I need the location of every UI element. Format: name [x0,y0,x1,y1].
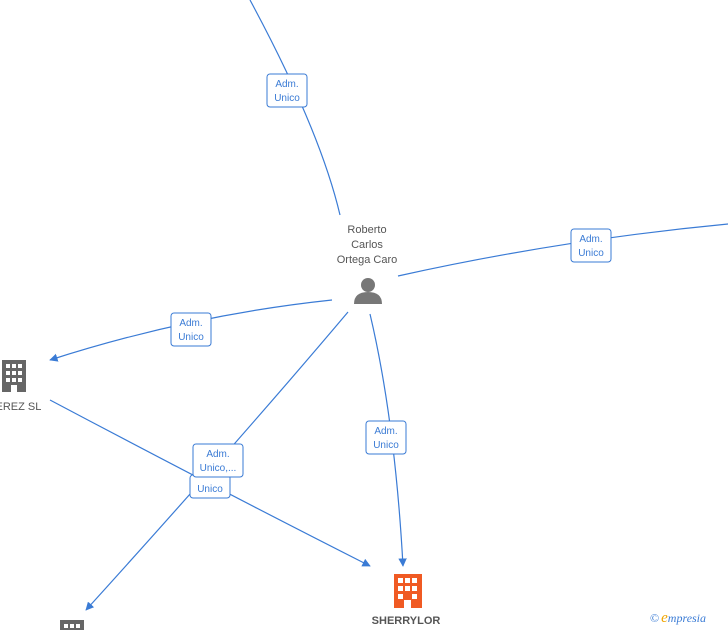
sherrylor-node[interactable]: SHERRYLOR [372,574,441,627]
building-icon [60,620,84,630]
edge-label-jerez[interactable]: Adm. Unico [170,312,212,347]
edge-right [397,223,728,277]
edge-label-text: Unico,... [200,463,237,474]
sherrylor-label: SHERRYLOR [372,615,441,627]
edge-label-text: Adm. [579,234,602,245]
edge-label-text: Unico [578,248,604,259]
edge-label-text: Unico [178,332,204,343]
edge-label-sherrylor[interactable]: Adm. Unico [365,420,407,455]
jerez-node[interactable]: JEREZ SL [0,360,41,413]
person-name-line-3: Ortega Caro [337,254,398,266]
logo-text: mpresia [667,611,707,625]
edge-label-text: Adm. [179,318,202,329]
bottom-left-node[interactable] [60,620,84,630]
building-icon [2,360,26,392]
person-node[interactable]: Roberto Carlos Ortega Caro [337,224,398,304]
edge-label-text: Unico [197,484,223,495]
edge-label-jerez-sherrylor[interactable]: Unico [189,474,231,499]
edge-label-right[interactable]: Adm. Unico [570,228,612,263]
jerez-label: JEREZ SL [0,401,41,413]
edge-top [249,0,341,216]
copyright-symbol: © [650,611,660,625]
edge-label-text: Adm. [275,79,298,90]
person-name-line-2: Carlos [351,239,383,251]
logo-first-letter: e [661,610,668,626]
edge-label-top[interactable]: Adm. Unico [266,73,308,108]
person-name-line-1: Roberto [347,224,386,236]
person-icon [354,278,382,304]
edge-label-text: Adm. [206,449,229,460]
edge-label-text: Adm. [374,426,397,437]
empresia-logo: ©empresia [650,610,706,627]
edge-label-text: Unico [373,440,399,451]
edge-label-text: Unico [274,93,300,104]
edge-label-bottom-left[interactable]: Adm. Unico,... [192,443,244,478]
building-icon [394,574,422,608]
